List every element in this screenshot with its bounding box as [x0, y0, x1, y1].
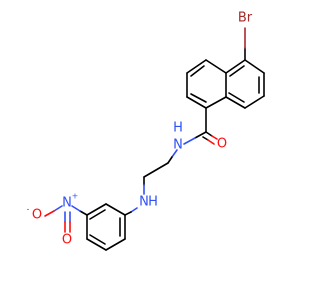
bond [244, 95, 265, 109]
bond [124, 211, 132, 216]
bond [86, 238, 107, 251]
bond [205, 131, 213, 137]
bond [53, 205, 63, 212]
bond [225, 96, 246, 109]
bond [71, 205, 81, 212]
amide-nitrogen-label: N [173, 138, 183, 153]
bond [130, 207, 138, 213]
naphthalene-ring-b [186, 59, 227, 109]
nitro-oxygen-left-label: O [32, 208, 42, 223]
amine-hydrogen-label: H [148, 195, 158, 210]
bond [171, 149, 178, 158]
naphthalene-ring-a [225, 59, 265, 109]
bond [167, 156, 173, 164]
bond [211, 135, 218, 140]
bond [143, 162, 169, 178]
bond [79, 210, 88, 216]
bond [207, 139, 215, 145]
bond [225, 59, 246, 74]
bond [229, 65, 245, 77]
bond [105, 238, 126, 251]
bond [183, 137, 196, 145]
nitro-nitrogen-charge: + [72, 192, 79, 201]
bond [202, 136, 209, 141]
nitro-nitrogen-label: N [62, 196, 72, 211]
bond [190, 93, 207, 103]
bond [205, 59, 227, 74]
phenyl-ring [86, 203, 126, 251]
bond [190, 65, 205, 77]
amide-hydrogen-label: H [173, 121, 183, 136]
bond [44, 210, 55, 217]
bond [194, 131, 207, 139]
nitro-oxygen-left-charge: - [27, 205, 30, 214]
bond [186, 96, 207, 109]
nitro-oxygen-bottom-label: O [62, 233, 72, 248]
bond [86, 203, 107, 216]
bond [186, 59, 207, 74]
bond [89, 209, 106, 220]
bond [105, 203, 126, 216]
bond [205, 96, 227, 109]
bond [89, 234, 106, 245]
structure-drawing: Br O H N N H N + O - O [27, 11, 265, 251]
bond [244, 59, 265, 74]
bond [228, 92, 245, 103]
bromine-label: Br [238, 11, 253, 26]
amine-nitrogen-label: N [139, 195, 149, 210]
amide-oxygen-label: O [217, 137, 227, 152]
molecule-diagram: Br O H N N H N + O - O [27, 11, 265, 251]
